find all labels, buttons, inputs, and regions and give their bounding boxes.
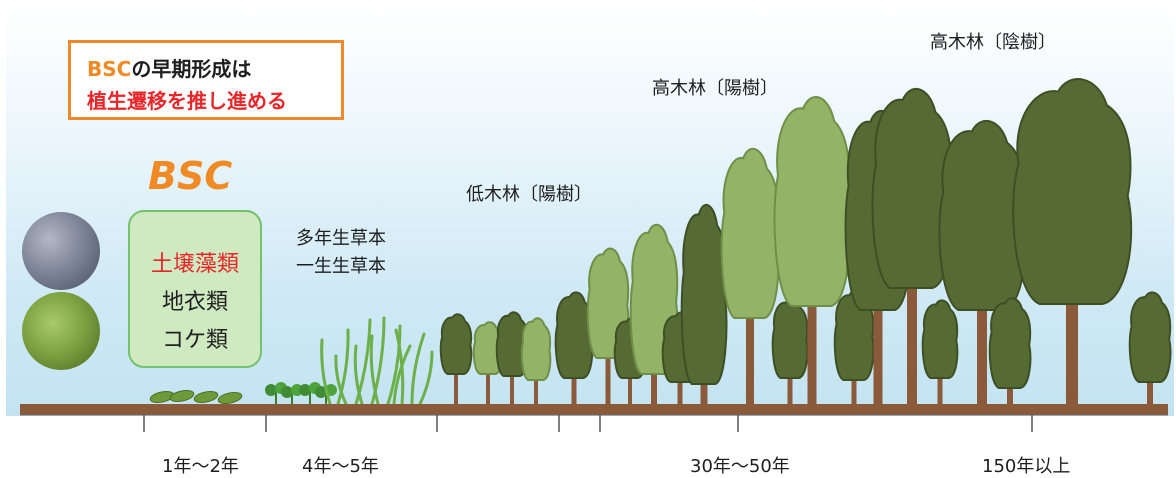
time-label-2: 4年〜5年 — [302, 456, 379, 477]
bsc-item-mosses: コケ類 — [161, 328, 228, 353]
tree-trunk-11 — [787, 354, 793, 406]
tree-trunk-5 — [605, 325, 611, 406]
crust-patch-2 — [193, 391, 219, 403]
stage-label-shrub-forest: 低木林〔陽樹〕 — [466, 184, 592, 205]
grass-blade-0 — [320, 338, 332, 406]
time-label-3: 30年〜50年 — [690, 456, 790, 477]
herb-group — [149, 316, 434, 406]
tree-trunk-14 — [873, 250, 883, 406]
timeline-ticks — [20, 414, 1168, 432]
grass-blade-5 — [370, 316, 386, 406]
stage-label-tall-sun-forest: 高木林〔陽樹〕 — [652, 78, 778, 99]
time-label-1: 1年〜2年 — [162, 456, 239, 477]
tree-trunk-0 — [454, 356, 458, 406]
bsc-component-box: 土壌藻類 地衣類 コケ類 — [128, 210, 262, 368]
tree-trunk-6 — [628, 360, 632, 406]
tree-trunk-10 — [746, 267, 754, 406]
bsc-item-lichens: 地衣類 — [161, 290, 228, 315]
seedling-leaf-a-0 — [265, 384, 277, 396]
tree-crown-12 — [773, 96, 851, 307]
grass-blade-2 — [334, 354, 348, 406]
tree-trunk-8 — [677, 361, 683, 406]
callout-line1-rest: の早期形成は — [131, 57, 252, 81]
tree-trunk-17 — [977, 253, 987, 406]
tree-crown-16 — [921, 299, 959, 379]
tree-crown-17 — [938, 119, 1026, 311]
tree-crown-9 — [680, 203, 728, 385]
stage-label-annual-herbs: 一生生草本 — [296, 256, 386, 277]
ground-strip — [20, 404, 1168, 415]
stage-label-tall-shade-forest: 高木林〔陰樹〕 — [930, 32, 1056, 53]
tree-crown-10 — [720, 147, 780, 319]
tree-trunk-12 — [807, 243, 817, 406]
algae-photo — [22, 212, 100, 290]
bsc-item-soil-algae: 土壌藻類 — [150, 252, 239, 277]
grass-blade-10 — [410, 332, 426, 406]
seedling-leaf-a-1 — [281, 386, 293, 398]
tree-crown-18 — [988, 297, 1032, 389]
stage-label-perennial-herbs: 多年生草本 — [296, 228, 386, 249]
callout-box: BSCの早期形成は 植生遷移を推し進める — [68, 40, 344, 120]
grass-blade-7 — [386, 324, 402, 406]
tree-trunk-16 — [937, 354, 943, 406]
grass-blade-1 — [336, 328, 350, 406]
tree-crown-3 — [520, 317, 552, 381]
grass-blade-9 — [394, 328, 405, 406]
crust-patch-1 — [169, 390, 195, 402]
tree-group — [439, 78, 1172, 406]
time-label-4: 150年以上 — [982, 456, 1071, 477]
tree-trunk-4 — [571, 352, 577, 406]
grass-blade-8 — [392, 344, 412, 406]
tree-trunk-3 — [534, 361, 538, 406]
grass-blade-11 — [418, 350, 434, 406]
grass-blade-4 — [353, 344, 364, 406]
seedling-leaf-a-3 — [315, 386, 327, 398]
callout-line2: 植生遷移を推し進める — [87, 89, 287, 113]
callout-highlight: BSC — [87, 57, 132, 81]
bsc-title: BSC — [148, 154, 233, 198]
crust-patch-3 — [217, 392, 243, 404]
tree-crown-19 — [1012, 78, 1133, 305]
tree-trunk-2 — [510, 356, 514, 406]
grass-blade-6 — [369, 334, 380, 406]
tree-crown-11 — [771, 297, 809, 379]
tree-crown-20 — [1128, 291, 1172, 383]
seedling-leaf-a-2 — [299, 384, 311, 396]
tree-trunk-15 — [907, 228, 917, 406]
tree-crown-0 — [439, 313, 473, 375]
moss-photo — [22, 292, 100, 370]
tree-trunk-1 — [486, 358, 490, 406]
callout-line1: BSCの早期形成は — [87, 53, 251, 82]
